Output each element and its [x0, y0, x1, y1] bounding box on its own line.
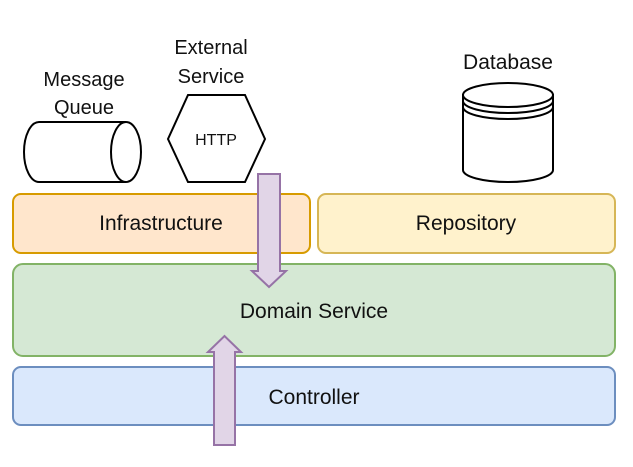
message-queue-cylinder-end: [110, 121, 127, 183]
domain-service-label: Domain Service: [240, 300, 388, 323]
domain-service-box: [12, 263, 616, 357]
controller-box: [12, 366, 616, 426]
infrastructure-box: [12, 193, 311, 254]
http-label: HTTP: [195, 132, 237, 149]
message-queue-cylinder: [23, 121, 142, 183]
domain-service-layer: Domain Service: [12, 263, 616, 357]
message-queue-label-line2: Queue: [54, 97, 114, 119]
message-queue-label-line1: Message: [43, 69, 124, 91]
upward-arrow: [205, 334, 244, 446]
external-service-label-line2: Service: [178, 66, 245, 88]
database-node: Database: [462, 51, 554, 183]
controller-layer: Controller: [12, 366, 616, 426]
infrastructure-label: Infrastructure: [99, 212, 223, 235]
message-queue-node: Message Queue: [23, 69, 142, 183]
repository-layer: Repository: [317, 193, 616, 254]
infrastructure-layer: Infrastructure: [12, 193, 311, 254]
database-top-ring-3: [462, 106, 554, 120]
repository-box: [317, 193, 616, 254]
external-service-label-line1: External: [174, 37, 247, 59]
controller-label: Controller: [268, 386, 359, 409]
database-cylinder: [462, 94, 554, 183]
database-top-ring-2: [462, 100, 554, 114]
external-service-hexagon: [166, 94, 267, 183]
repository-label: Repository: [416, 212, 517, 235]
downward-arrow: [249, 173, 289, 289]
database-label: Database: [463, 51, 553, 74]
database-top-ring-1: [462, 82, 554, 108]
external-service-node: External Service HTTP: [166, 37, 267, 183]
